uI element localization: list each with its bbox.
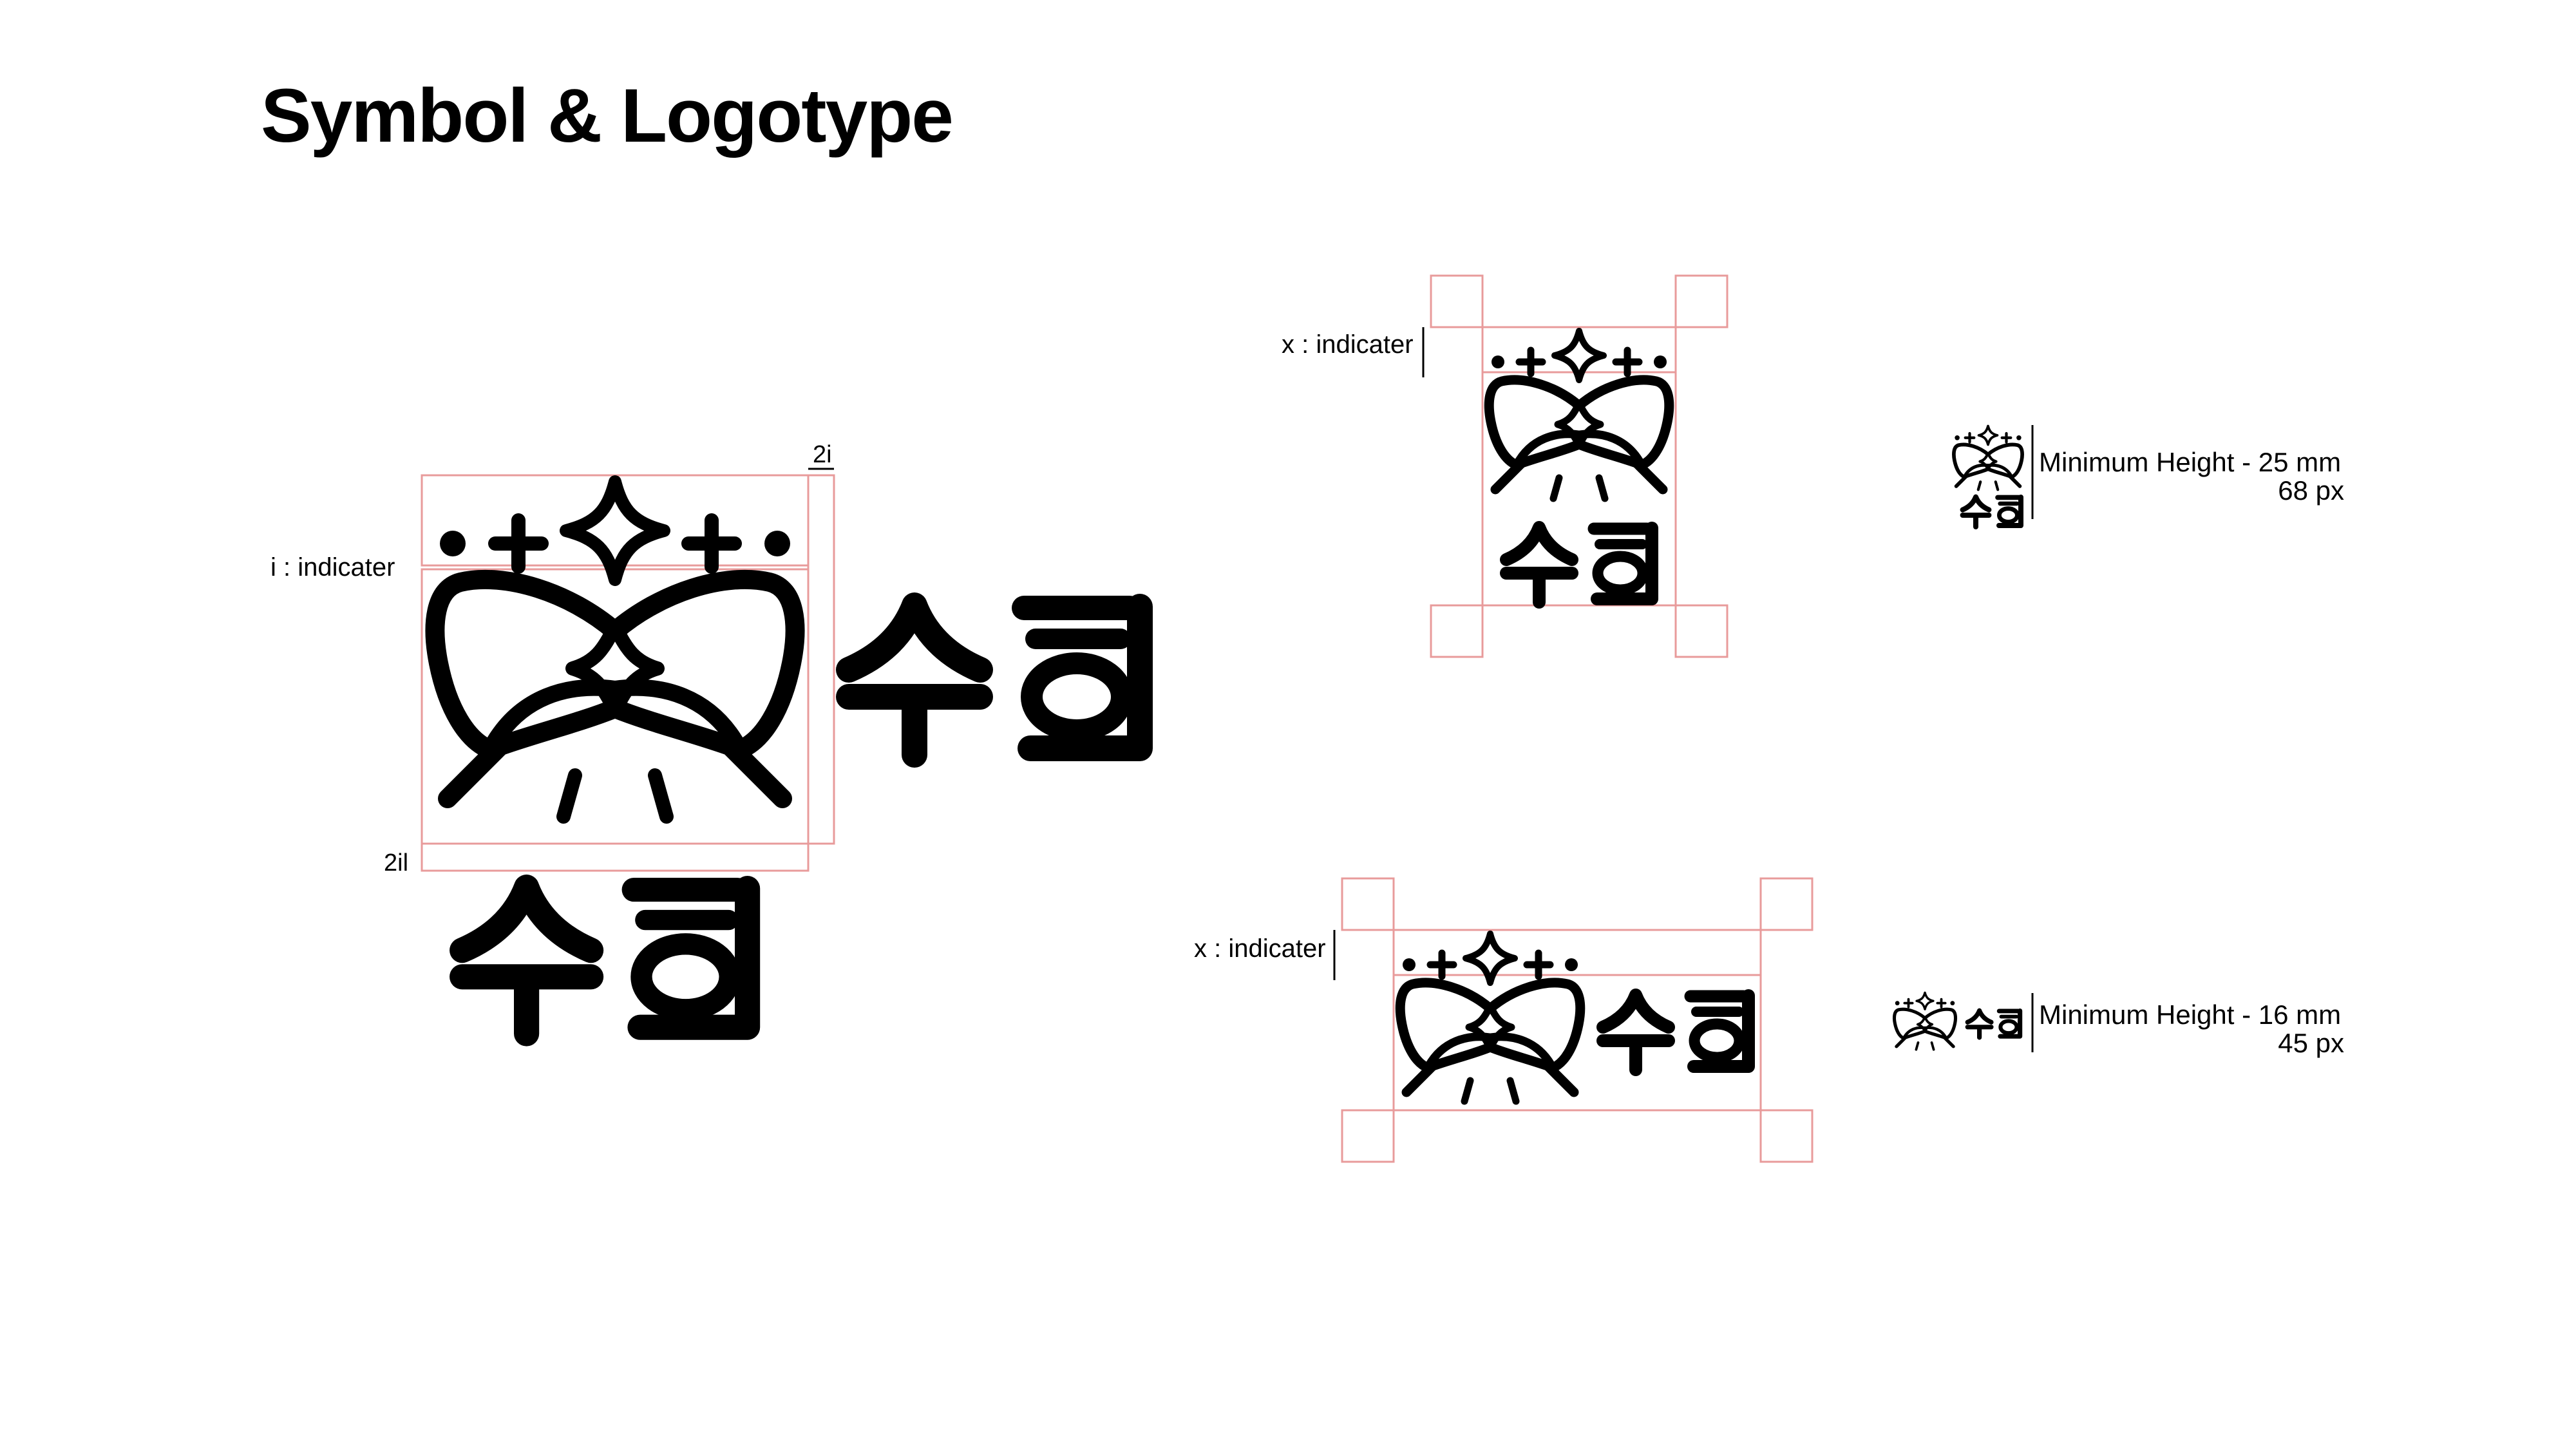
min-height-45px-label: 45 px — [2278, 1028, 2344, 1058]
min-height-25mm-label: Minimum Height - 25 mm — [2039, 447, 2341, 477]
min-horizontal-symbol — [1894, 992, 1955, 1049]
min-height-16mm-label: Minimum Height - 16 mm — [2039, 999, 2341, 1030]
horizontal-safe-area — [1392, 929, 1762, 1112]
top-right-dimension-label: 2i — [813, 441, 832, 468]
horizontal-indicator-label: x : indicater — [1194, 934, 1326, 963]
indicator-label: i : indicater — [270, 553, 395, 582]
horizontal-wordmark — [1603, 995, 1748, 1070]
min-height-68px-label: 68 px — [2278, 475, 2344, 506]
min-vertical-symbol — [1954, 426, 2022, 490]
minimum-size-horizontal: Minimum Height - 16 mm 45 px — [1894, 992, 2344, 1058]
guide-right-margin — [807, 474, 835, 845]
horizontal-variant: x : indicater — [1194, 877, 1814, 1163]
logotype-wordmark-below — [462, 887, 748, 1034]
vertical-variant: x : indicater — [1282, 274, 1728, 658]
min-horizontal-wordmark — [1967, 1010, 2020, 1037]
vertical-symbol — [1489, 331, 1669, 498]
bottom-left-dimension-label: 2il — [384, 849, 408, 876]
min-vertical-wordmark — [1963, 497, 2021, 527]
bow-sparkle-symbol — [435, 482, 795, 817]
vertical-indicator-label: x : indicater — [1282, 330, 1414, 359]
guide-bottom-margin — [421, 842, 810, 872]
main-logo-figure: i : indicater 2i 2il — [270, 441, 1140, 1034]
logotype-wordmark-side — [849, 605, 1140, 755]
vertical-safe-area — [1481, 326, 1677, 607]
page-title: Symbol & Logotype — [261, 73, 954, 158]
horizontal-symbol — [1400, 934, 1580, 1101]
vertical-wordmark — [1506, 527, 1652, 602]
minimum-size-vertical: Minimum Height - 25 mm 68 px — [1954, 425, 2344, 527]
